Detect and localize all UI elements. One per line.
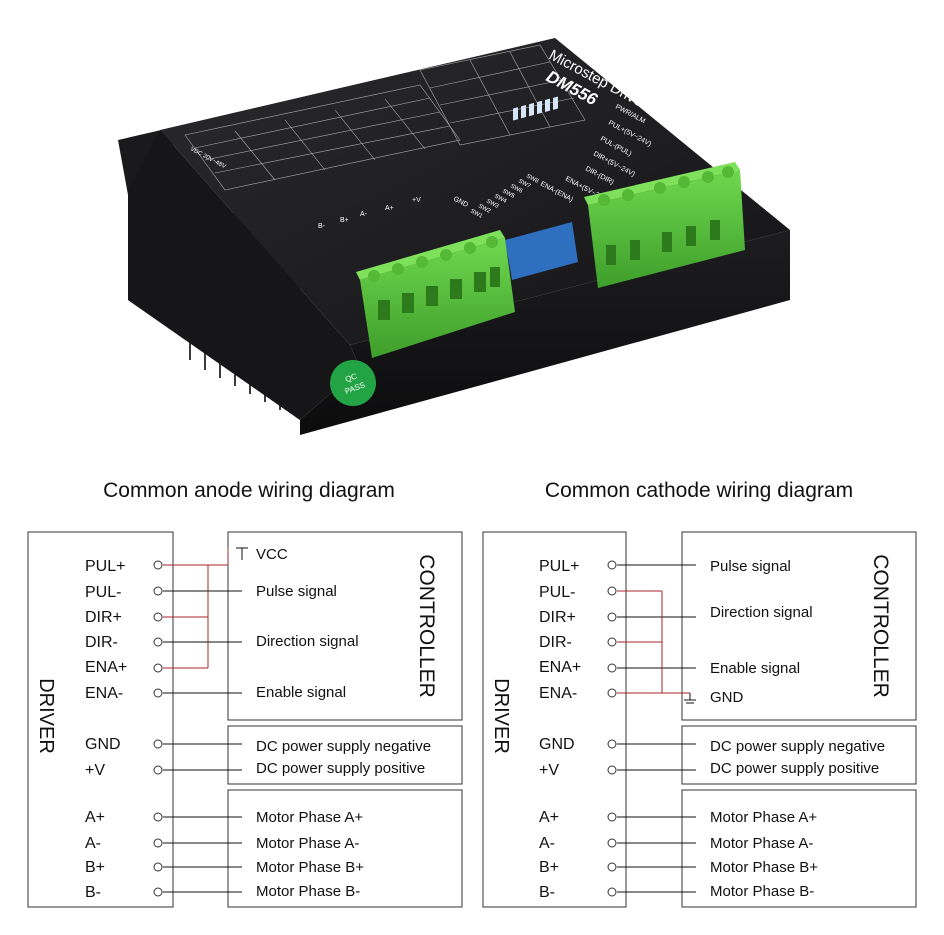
motor-label: Motor Phase A- xyxy=(256,835,359,852)
pin-label: ENA+ xyxy=(85,659,127,676)
signal-label: Pulse signal xyxy=(710,558,791,575)
pin-label: DIR+ xyxy=(85,609,122,626)
pin-label: A+ xyxy=(85,809,105,826)
signal-label: Enable signal xyxy=(710,660,800,677)
power-label: DC power supply positive xyxy=(256,760,425,777)
signal-label: Pulse signal xyxy=(256,583,337,600)
motor-label: Motor Phase B- xyxy=(710,883,814,900)
pin-label: PUL+ xyxy=(539,558,579,575)
controller-label: CONTROLLER xyxy=(415,554,438,698)
pin-label: GND xyxy=(539,736,575,753)
gnd-bus xyxy=(617,590,690,694)
svg-text:B-: B- xyxy=(318,223,326,230)
svg-text:SW2: SW2 xyxy=(477,203,492,215)
pin-label: B- xyxy=(539,884,555,901)
pin-label: A- xyxy=(539,835,555,852)
driver-box xyxy=(27,531,174,908)
svg-text:SW5: SW5 xyxy=(501,188,516,200)
vcc-label: VCC xyxy=(256,546,288,563)
power-terminal-block[interactable] xyxy=(356,230,515,358)
svg-text:QC: QC xyxy=(344,371,359,384)
pin-terminals xyxy=(607,560,617,897)
power-label: DC power supply negative xyxy=(256,738,431,755)
pin-label: GND xyxy=(85,736,121,753)
qc-pass-sticker: QC PASS xyxy=(330,360,376,406)
motor-label: Motor Phase A- xyxy=(710,835,813,852)
pin-label: +V xyxy=(85,762,105,779)
pin-label: ENA- xyxy=(539,685,577,702)
gnd-symbol xyxy=(684,693,696,704)
pin-label: A- xyxy=(85,835,101,852)
motor-label: Motor Phase B- xyxy=(256,883,360,900)
pin-label: PUL- xyxy=(85,584,121,601)
pin-label: B+ xyxy=(539,859,559,876)
motor-label: Motor Phase B+ xyxy=(256,859,364,876)
svg-text:SW7: SW7 xyxy=(517,178,532,190)
svg-text:A-: A- xyxy=(360,211,368,218)
power-supply-box xyxy=(227,725,463,785)
dip-switch[interactable] xyxy=(505,96,578,280)
pin-label: PUL- xyxy=(539,584,575,601)
svg-text:SW1: SW1 xyxy=(469,208,484,220)
power-supply-box xyxy=(681,725,917,785)
driver-label: DRIVER xyxy=(490,678,512,754)
svg-text:SW6: SW6 xyxy=(509,183,524,195)
pin-label: ENA- xyxy=(85,685,123,702)
svg-text:SW8: SW8 xyxy=(525,173,540,185)
pin-label: B+ xyxy=(85,859,105,876)
pin-label: B- xyxy=(85,884,101,901)
driver-product-photo: Microstep Driver DM556 PWR/ALM PUL+(5V~2… xyxy=(118,38,790,435)
pin-label: DIR- xyxy=(539,634,572,651)
pin-label: DIR+ xyxy=(539,609,576,626)
pin-label: PUL+ xyxy=(85,558,125,575)
switch-labels: SW1 SW2 SW3 SW4 SW5 SW6 SW7 SW8 xyxy=(469,173,540,220)
driver-front-face xyxy=(300,230,790,435)
gnd-label: GND xyxy=(710,689,744,706)
controller-box xyxy=(227,531,463,721)
pin-label: +V xyxy=(539,762,559,779)
power-label: DC power supply positive xyxy=(710,760,879,777)
motor-label: Motor Phase A+ xyxy=(710,809,817,826)
motor-label: Motor Phase B+ xyxy=(710,859,818,876)
pin-terminals xyxy=(153,560,163,897)
cathode-diagram-title: Common cathode wiring diagram xyxy=(545,479,853,502)
svg-text:B+: B+ xyxy=(340,217,349,224)
pin-label: A+ xyxy=(539,809,559,826)
svg-text:SW4: SW4 xyxy=(493,193,508,205)
vcc-bus xyxy=(163,548,229,669)
motor-box xyxy=(227,789,463,908)
svg-text:+V: +V xyxy=(412,197,421,204)
svg-text:SW3: SW3 xyxy=(485,198,500,210)
pin-label: ENA+ xyxy=(539,659,581,676)
controller-label: CONTROLLER xyxy=(869,554,892,698)
motor-box xyxy=(681,789,917,908)
power-label: DC power supply negative xyxy=(710,738,885,755)
svg-text:A+: A+ xyxy=(385,205,394,212)
anode-diagram-title: Common anode wiring diagram xyxy=(103,479,395,502)
driver-label: DRIVER xyxy=(35,678,57,754)
controller-box xyxy=(681,531,917,721)
anode-wiring-diagram: DRIVER CONTROLLER PUL+ PUL- DIR+ DIR- EN… xyxy=(27,531,463,908)
signal-label: Enable signal xyxy=(256,684,346,701)
driver-box xyxy=(482,531,627,908)
signal-label: Direction signal xyxy=(256,633,359,650)
motor-label: Motor Phase A+ xyxy=(256,809,363,826)
pin-label: DIR- xyxy=(85,634,118,651)
signal-terminal-block[interactable] xyxy=(584,162,745,288)
cathode-wiring-diagram: DRIVER CONTROLLER PUL+ PUL- DIR+ DIR- EN… xyxy=(482,531,917,908)
signal-label: Direction signal xyxy=(710,604,813,621)
